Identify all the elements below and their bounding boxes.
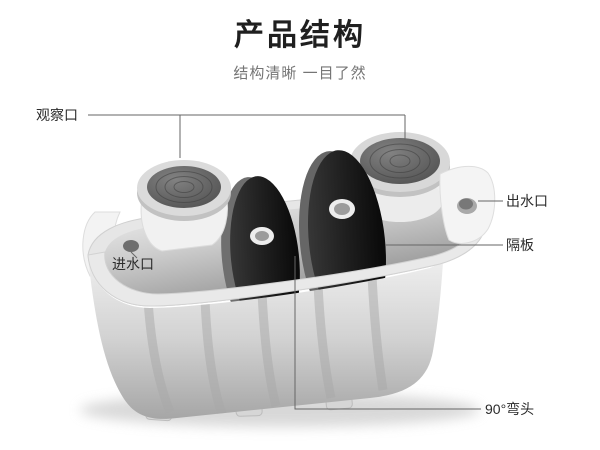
elbow-front — [250, 227, 274, 245]
body-ribs — [143, 275, 388, 416]
elbow-rear — [329, 199, 355, 219]
leader-observation-port — [88, 114, 406, 158]
callout-water-outlet: 出水口 — [506, 193, 548, 209]
leader-lines — [88, 114, 503, 410]
callout-partition: 隔板 — [506, 237, 534, 253]
inlet-hole — [123, 240, 139, 252]
observation-cover-left — [137, 160, 231, 252]
page-subtitle: 结构清晰 一目了然 — [233, 65, 367, 82]
outlet-bracket — [439, 165, 496, 244]
leader-elbow-90 — [294, 256, 481, 410]
page-title: 产品结构 — [234, 19, 366, 52]
leader-water-inlet — [130, 251, 138, 259]
callout-elbow-90: 90°弯头 — [485, 401, 535, 417]
callout-water-inlet: 进水口 — [112, 256, 154, 272]
callout-observation-port: 观察口 — [36, 107, 78, 123]
